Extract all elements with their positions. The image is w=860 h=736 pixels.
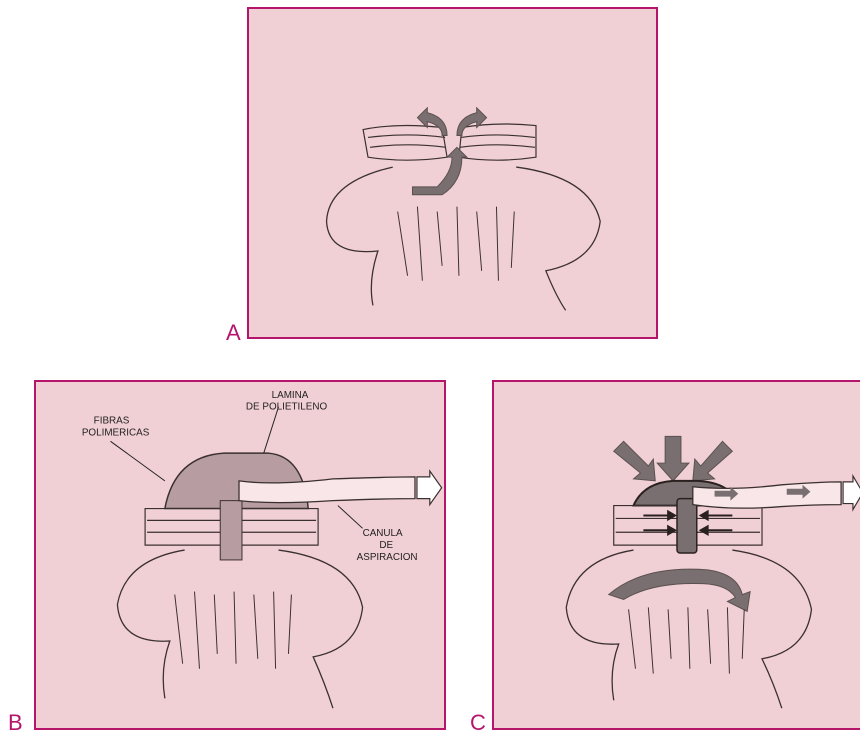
bowel-folds [629, 607, 745, 673]
flow-arrows [412, 108, 486, 195]
panel-letter-a: A [226, 322, 241, 344]
bowel-folds [175, 592, 292, 669]
label-fibras-line1: FIBRAS [94, 416, 130, 427]
panel-c-drawing [494, 382, 860, 728]
panel-letter-c: C [470, 712, 486, 734]
label-lamina-line2: DE POLIETILENO [246, 402, 328, 413]
outflow-arrow [843, 476, 860, 510]
label-fibras-line2: POLIMERICAS [82, 427, 150, 438]
circulation-arrow [609, 569, 750, 611]
label-canula-line3: ASPIRACION [357, 552, 418, 563]
bowel-outline [327, 167, 601, 310]
compression-arrows [614, 436, 733, 480]
panel-b-drawing: LAMINA DE POLIETILENO FIBRAS POLIMERICAS… [36, 382, 444, 728]
bowel-outline [117, 550, 362, 708]
panel-c [492, 380, 860, 730]
skin-layer-left [363, 125, 447, 160]
skin-layer-right [459, 124, 536, 160]
foam-column [677, 499, 697, 553]
label-canula-line1: CANULA [363, 528, 403, 539]
panel-letter-b: B [8, 712, 23, 734]
panel-b: LAMINA DE POLIETILENO FIBRAS POLIMERICAS… [34, 380, 446, 730]
label-lamina-line1: LAMINA [272, 390, 309, 401]
outflow-arrow [417, 471, 442, 505]
foam-column [220, 501, 242, 560]
label-canula-line2: DE [379, 540, 393, 551]
panel-a-drawing [249, 9, 656, 337]
panel-a [247, 7, 658, 339]
bowel-folds [398, 207, 515, 281]
